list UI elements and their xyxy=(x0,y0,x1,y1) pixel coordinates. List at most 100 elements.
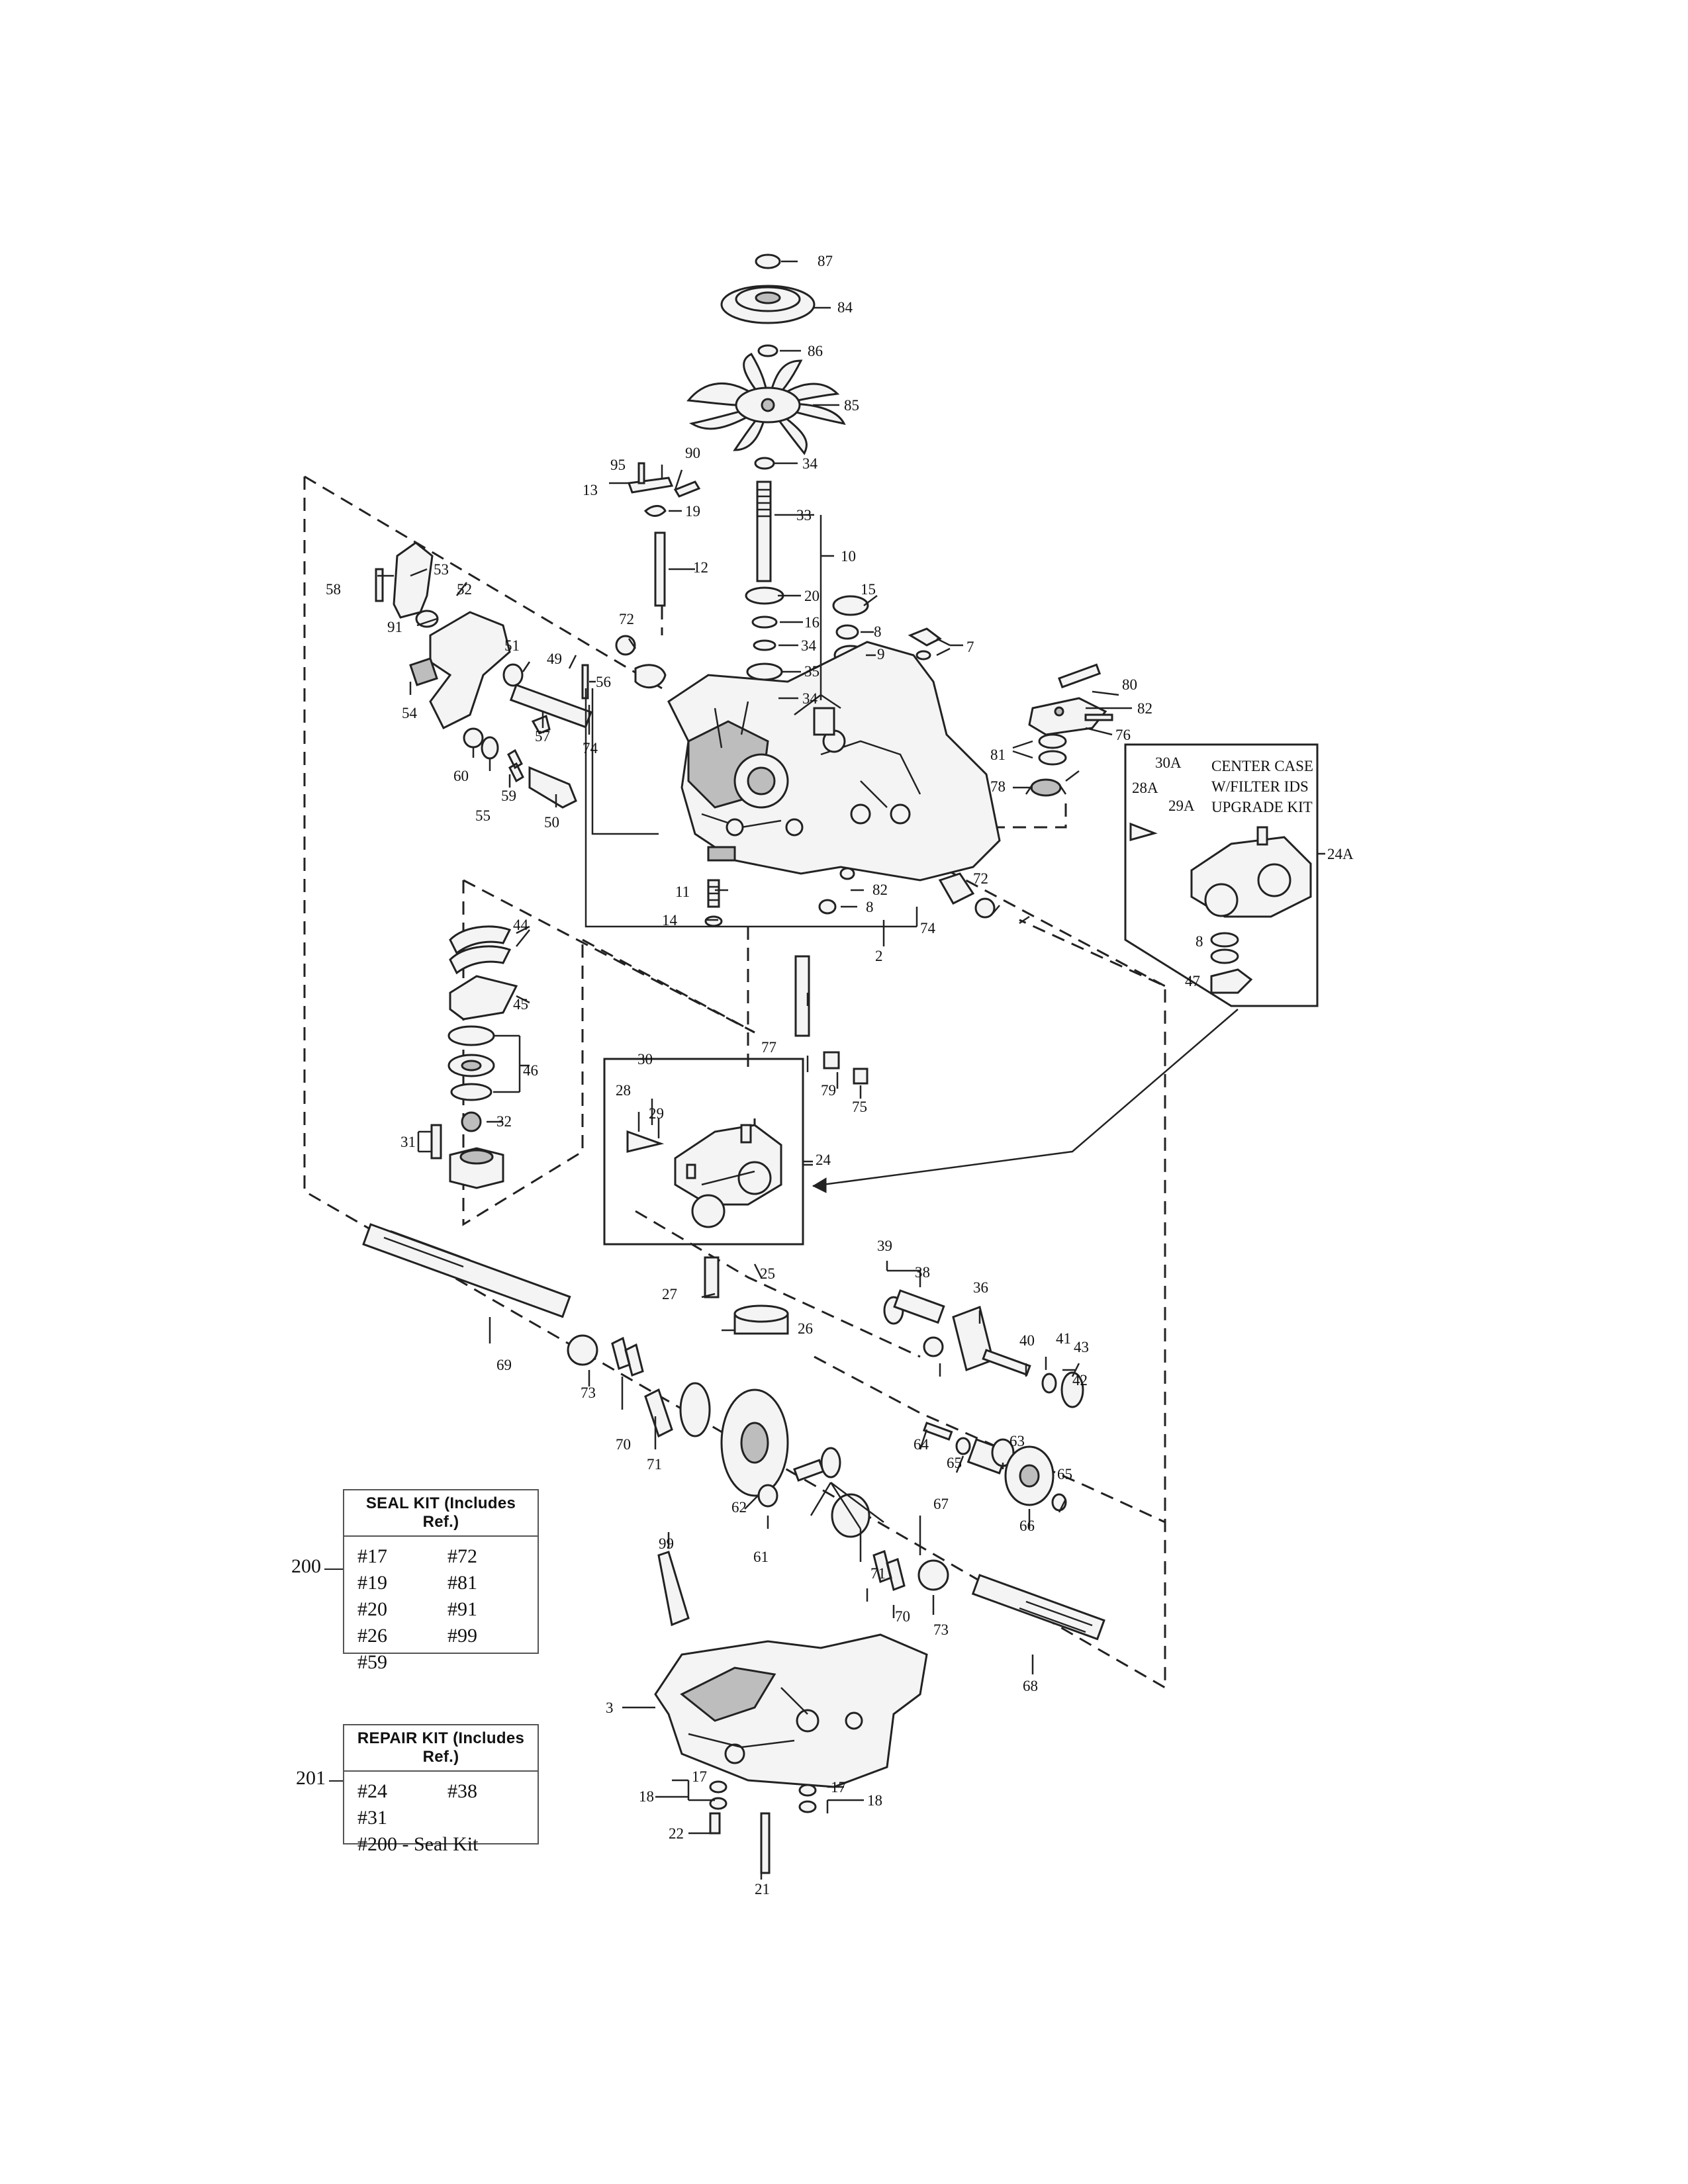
pulley-fan-stack xyxy=(686,253,942,704)
part-label: 43 xyxy=(1074,1339,1089,1355)
part-label: 77 xyxy=(761,1039,776,1056)
part-label: 8 xyxy=(874,623,882,640)
part-label: 71 xyxy=(870,1565,886,1582)
part-label: 79 xyxy=(821,1082,836,1099)
part-label: 18 xyxy=(867,1792,882,1809)
main-housing xyxy=(667,641,1001,882)
part-label: 81 xyxy=(990,747,1006,763)
center-case-note-line-3: UPGRADE KIT xyxy=(1211,799,1313,815)
part-label: 73 xyxy=(933,1621,949,1638)
repair-kit-item: #24 xyxy=(357,1780,387,1802)
part-label: 82 xyxy=(872,882,888,898)
part-label: 54 xyxy=(402,705,418,721)
part-label: 73 xyxy=(581,1385,596,1401)
repair-kit-item: #31 xyxy=(357,1807,387,1829)
part-number-labels: 87 84 86 85 34 95 90 13 19 33 10 12 15 2… xyxy=(326,253,1354,1897)
part-label: 15 xyxy=(861,581,876,598)
part-label: 72 xyxy=(973,870,988,887)
part-label: 19 xyxy=(685,503,700,520)
part-label: 45 xyxy=(513,996,528,1013)
seal-kit-number: 200 xyxy=(291,1555,321,1577)
part-label: 59 xyxy=(501,788,516,804)
seal-kit-box: SEAL KIT (Includes Ref.) #17 #72 #19 #81… xyxy=(343,1489,539,1673)
part-label: 49 xyxy=(547,651,562,667)
part-label: 34 xyxy=(802,690,818,707)
part-label: 66 xyxy=(1019,1518,1035,1534)
repair-kit-number: 201 xyxy=(296,1767,326,1789)
center-case-note-line-1: CENTER CASE xyxy=(1211,758,1313,774)
part-label: 69 xyxy=(496,1357,512,1373)
part-label: 29A xyxy=(1168,797,1195,814)
part-label: 30A xyxy=(1155,754,1182,771)
part-label: 58 xyxy=(326,581,341,598)
part-label: 39 xyxy=(877,1238,892,1254)
part-label: 76 xyxy=(1115,727,1131,743)
part-label: 11 xyxy=(675,884,690,900)
part-label: 34 xyxy=(802,455,818,472)
part-label: 52 xyxy=(457,581,472,598)
part-label: 84 xyxy=(837,299,853,316)
fan-blades xyxy=(686,353,846,455)
part-label: 50 xyxy=(544,814,559,831)
part-label: 36 xyxy=(973,1279,988,1296)
part-label: 13 xyxy=(583,482,598,498)
part-label: 16 xyxy=(804,614,820,631)
part-label: 80 xyxy=(1122,676,1137,693)
part-label: 47 xyxy=(1185,973,1200,989)
part-label: 8 xyxy=(1196,933,1203,950)
part-label: 99 xyxy=(659,1535,674,1552)
part-label: 12 xyxy=(693,559,708,576)
seal-kit-item xyxy=(447,1649,524,1676)
linkage-parts-upper-left xyxy=(375,462,701,809)
part-label: 10 xyxy=(841,548,856,565)
right-upper-parts xyxy=(1025,663,1113,797)
part-label: 24A xyxy=(1327,846,1354,862)
part-label: 27 xyxy=(662,1286,677,1302)
part-label: 61 xyxy=(753,1549,769,1565)
repair-kit-item: #200 - Seal Kit xyxy=(357,1833,479,1855)
lower-housing xyxy=(654,1551,928,1874)
part-label: 32 xyxy=(496,1113,512,1130)
seal-kit-connector xyxy=(324,1569,343,1570)
seal-kit-item: #72 xyxy=(447,1545,477,1567)
part-label: 3 xyxy=(606,1700,614,1716)
part-label: 28 xyxy=(616,1082,631,1099)
part-label: 57 xyxy=(535,728,550,745)
part-label: 60 xyxy=(453,768,469,784)
seal-kit-item: #26 xyxy=(357,1625,387,1647)
repair-kit-items: #24 #38 #31 #200 - Seal Kit xyxy=(344,1772,538,1864)
repair-kit-item: #38 xyxy=(447,1780,477,1802)
part-label: 41 xyxy=(1056,1330,1071,1347)
part-label: 34 xyxy=(801,637,817,654)
part-label: 67 xyxy=(933,1496,949,1512)
part-label: 14 xyxy=(662,912,678,929)
seal-kit-items: #17 #72 #19 #81 #20 #91 #26 #99 #59 xyxy=(344,1537,538,1682)
part-label: 20 xyxy=(804,588,820,604)
part-label: 74 xyxy=(920,920,936,936)
part-label: 91 xyxy=(387,619,402,635)
part-label: 86 xyxy=(808,343,823,359)
seal-kit-item: #91 xyxy=(447,1598,477,1620)
part-label: 17 xyxy=(831,1779,846,1796)
part-label: 44 xyxy=(513,917,529,933)
seal-kit-item: #17 xyxy=(357,1545,387,1567)
seal-kit-item: #59 xyxy=(357,1651,387,1673)
repair-kit-title: REPAIR KIT (Includes Ref.) xyxy=(344,1725,538,1772)
part-label: 82 xyxy=(1137,700,1152,717)
part-label: 29 xyxy=(649,1105,664,1122)
part-label: 70 xyxy=(616,1436,631,1453)
part-label: 18 xyxy=(639,1788,654,1805)
part-label: 9 xyxy=(877,646,885,662)
seal-kit-item: #99 xyxy=(447,1625,477,1647)
part-label: 65 xyxy=(947,1455,962,1471)
part-label: 53 xyxy=(434,561,449,578)
part-label: 68 xyxy=(1023,1678,1038,1694)
seal-kit-item: #81 xyxy=(447,1572,477,1594)
part-label: 8 xyxy=(866,899,874,915)
pump-stack-left xyxy=(430,925,518,1189)
part-label: 28A xyxy=(1132,780,1158,796)
part-label: 63 xyxy=(1009,1433,1025,1449)
part-label: 72 xyxy=(619,611,634,627)
part-label: 22 xyxy=(669,1825,684,1842)
